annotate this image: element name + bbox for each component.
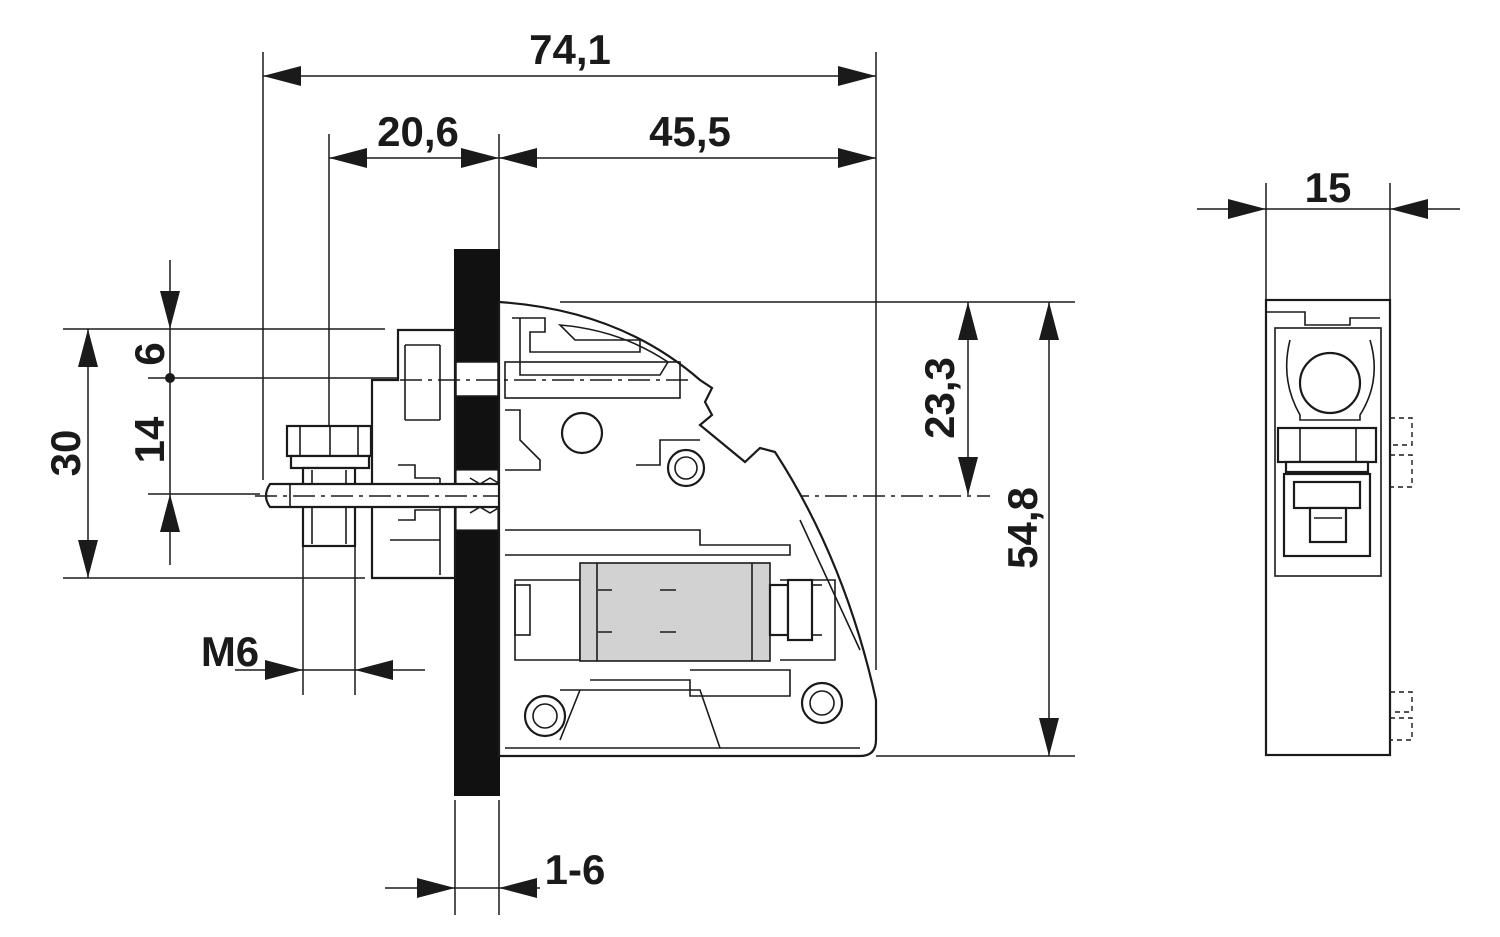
dimension-width-side-view: 15 xyxy=(1197,164,1460,300)
dimension-upper-height: 23,3 xyxy=(560,301,1075,495)
dim-label-wall-thickness: 1-6 xyxy=(545,846,606,893)
dimension-screw-offset: 20,6 xyxy=(328,108,499,545)
side-view-clamp-ring xyxy=(1285,339,1376,421)
dim-label-thread-size: M6 xyxy=(201,628,259,675)
left-clamp-block xyxy=(370,328,457,580)
dimension-wall-thickness: 1-6 xyxy=(385,800,605,915)
dim-label-overall-height: 54,8 xyxy=(999,487,1046,569)
dim-label-width: 15 xyxy=(1305,164,1352,211)
dimension-thread-size: M6 xyxy=(201,545,425,695)
dimension-bolt-height: 14 6 xyxy=(126,260,400,565)
side-view-hex-nut xyxy=(1276,426,1378,474)
mounting-hole-bottom-left xyxy=(523,694,567,738)
conductor-block xyxy=(579,562,822,662)
mounting-hole-top xyxy=(666,448,706,488)
dimension-overall-height: 54,8 xyxy=(876,302,1075,757)
dim-label-left-height: 30 xyxy=(42,430,89,477)
mounting-wall xyxy=(454,249,500,796)
side-view-bolt xyxy=(1282,472,1372,558)
dim-label-screw-offset: 20,6 xyxy=(377,108,459,155)
dimension-depth-from-wall: 45,5 xyxy=(498,108,876,250)
dim-label-top-offset: 6 xyxy=(126,342,173,365)
dim-label-overall-length: 74,1 xyxy=(529,26,611,73)
dim-label-depth-from-wall: 45,5 xyxy=(649,108,731,155)
dimension-overall-length: 74,1 xyxy=(262,26,877,670)
side-view xyxy=(1264,298,1413,757)
dim-label-bolt-height: 14 xyxy=(126,416,173,463)
dim-label-upper-height: 23,3 xyxy=(916,357,963,439)
mounting-hole-bottom-right xyxy=(800,681,844,725)
dimension-left-height: 30 xyxy=(42,328,385,579)
